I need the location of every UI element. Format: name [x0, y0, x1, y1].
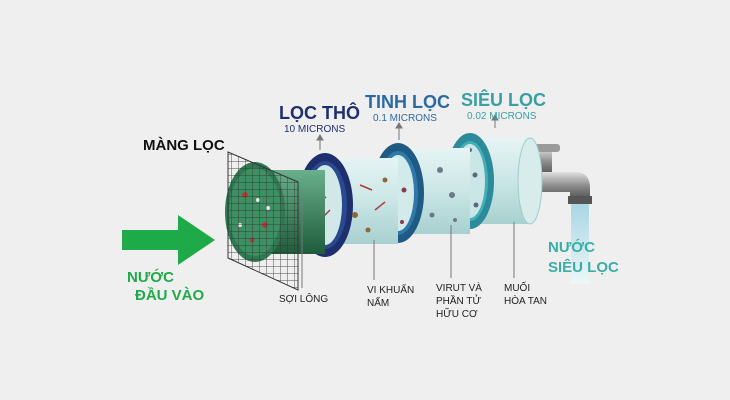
inlet-arrow-icon: [122, 215, 215, 265]
leader-lines: [301, 114, 515, 288]
bacteria-label: VI KHUẨN NẤM: [367, 285, 415, 309]
membrane-mesh: [227, 151, 299, 291]
salts-label: MUỐI HÒA TAN: [504, 283, 547, 307]
virus-label: VIRUT VÀ PHẦN TỬ HỮU CƠ: [436, 283, 482, 320]
ultra-filter-title: SIÊU LỌC: [461, 90, 547, 110]
input-water-label: NƯỚC ĐẦU VÀO: [127, 269, 205, 304]
coarse-filter-size: 10 MICRONS: [284, 124, 346, 135]
membrane-title: MÀNG LỌC: [143, 137, 225, 154]
ultra-filter-size: 0.02 MICRONS: [467, 111, 537, 122]
coarse-filter-title: LỌC THÔ: [279, 103, 360, 123]
fine-filter-title: TINH LỌC: [365, 92, 450, 112]
fine-filter-size: 0.1 MICRONS: [373, 113, 437, 124]
fibers-label: SỢI LÔNG: [279, 294, 329, 305]
output-water-label: NƯỚC SIÊU LỌC: [548, 239, 619, 276]
